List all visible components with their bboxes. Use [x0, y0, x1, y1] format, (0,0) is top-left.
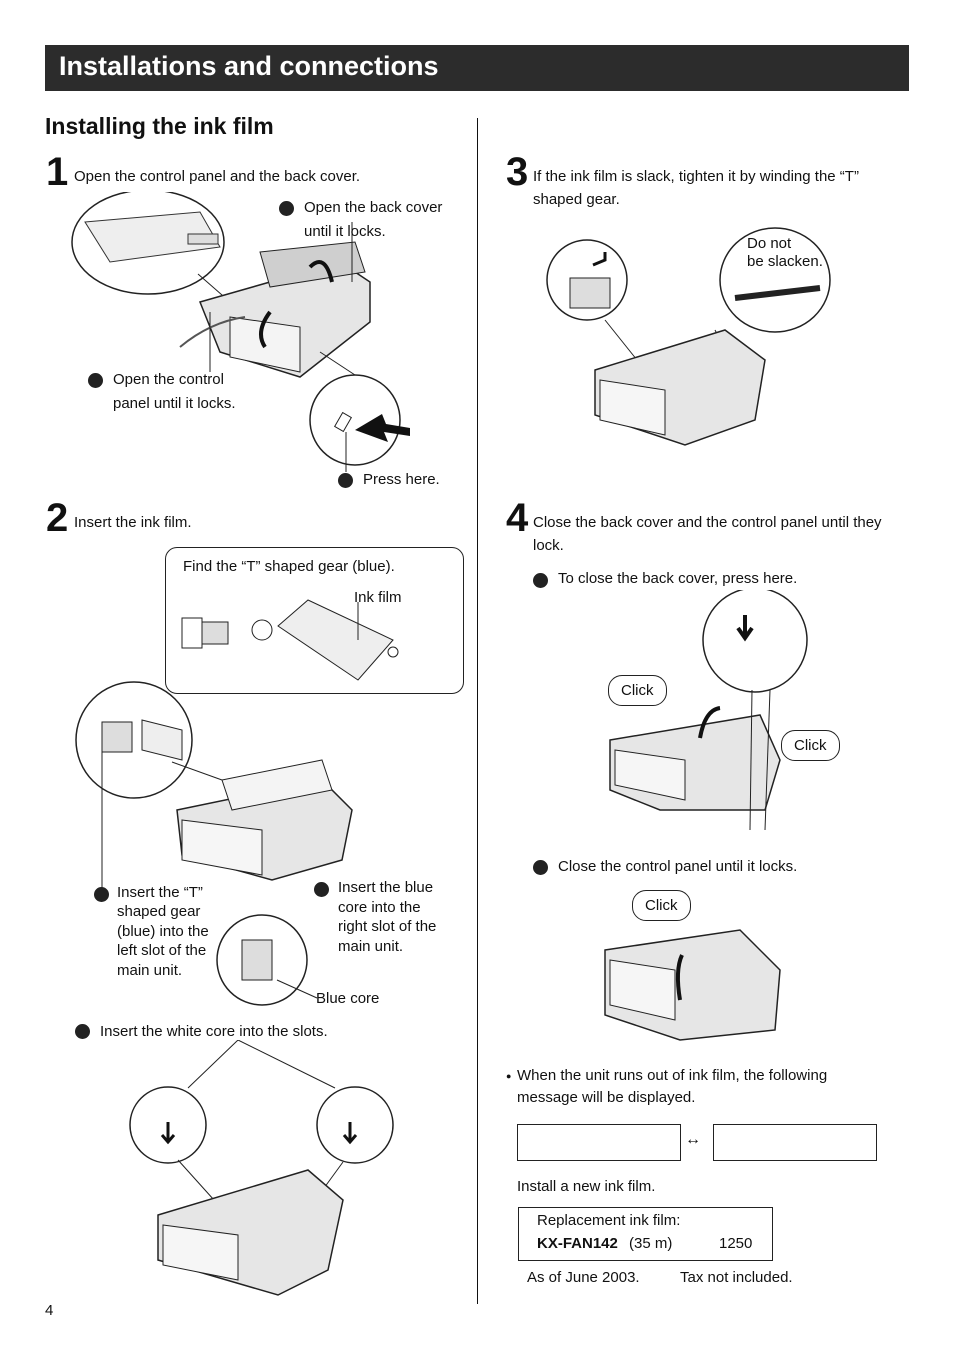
step-1-number: 1	[46, 150, 69, 194]
bullet-icon	[94, 887, 109, 902]
bullet-dot-icon: ●	[506, 1071, 512, 1081]
tgear-instr-3: (blue) into the	[117, 923, 209, 940]
label-back-cover-2: until it locks.	[304, 223, 386, 240]
bullet-icon	[338, 473, 353, 488]
white-core-illustration	[129, 1040, 394, 1296]
alternating-arrow-icon: ↔	[685, 1131, 701, 1148]
step-2-illustration	[75, 681, 353, 1006]
replacement-box	[518, 1207, 773, 1261]
bullet-icon	[314, 882, 329, 897]
ink-film-label: Ink film	[354, 589, 402, 606]
step-4-text-1: Close the back cover and the control pan…	[533, 514, 882, 531]
tgear-instr-5: main unit.	[117, 962, 183, 979]
display-message-right	[713, 1124, 877, 1161]
label-back-cover-1: Open the back cover	[304, 199, 443, 216]
model-number: KX-FAN142	[537, 1235, 618, 1252]
tgear-instr-1: Insert the “T”	[117, 884, 203, 901]
close-back-cover-instr: To close the back cover, press here.	[558, 570, 798, 587]
blue-core-instr-3: right slot of the	[338, 918, 437, 935]
step-3-text-1: If the ink film is slack, tighten it by …	[533, 168, 859, 185]
close-panel-instr: Close the control panel until it locks.	[558, 858, 798, 875]
click-label: Click	[645, 897, 678, 914]
label-control-panel-2: panel until it locks.	[113, 395, 236, 412]
click-label: Click	[794, 737, 827, 754]
step-2-text: Insert the ink film.	[74, 514, 192, 531]
label-control-panel-1: Open the control	[113, 371, 224, 388]
header-bar	[45, 45, 909, 91]
slack-label-1: Do not	[747, 235, 792, 252]
display-message-left	[517, 1124, 681, 1161]
page-title: Installations and connections	[59, 51, 439, 81]
step-3-number: 3	[506, 150, 529, 194]
step-1-illustration	[71, 192, 410, 472]
step-4-panel-illustration	[604, 929, 781, 1041]
bullet-icon	[533, 573, 548, 588]
bullet-icon	[75, 1024, 90, 1039]
step-2-number: 2	[46, 496, 69, 540]
blue-core-instr-1: Insert the blue	[338, 879, 434, 896]
bullet-icon	[533, 860, 548, 875]
step-3-text-2: shaped gear.	[533, 191, 620, 208]
slack-label-2: be slacken.	[747, 253, 823, 270]
bullet-icon	[88, 373, 103, 388]
blue-core-label: Blue core	[316, 990, 380, 1007]
tgear-box-title: Find the “T” shaped gear (blue).	[183, 558, 395, 575]
white-core-instr: Insert the white core into the slots.	[100, 1023, 328, 1040]
tgear-instr-2: shaped gear	[117, 903, 201, 920]
label-press-here: Press here.	[363, 471, 440, 488]
step-4-text-2: lock.	[533, 537, 564, 554]
tax-note: Tax not included.	[680, 1269, 793, 1286]
step-3-illustration	[546, 227, 831, 446]
blue-core-instr-2: core into the	[338, 899, 421, 916]
click-callout: Click	[608, 675, 667, 706]
click-callout: Click	[781, 730, 840, 761]
step-4-back-illustration	[609, 590, 808, 831]
bullet-icon	[279, 201, 294, 216]
replacement-label: Replacement ink film:	[537, 1212, 681, 1229]
install-new-text: Install a new ink film.	[517, 1178, 656, 1195]
as-of-date: As of June 2003.	[527, 1269, 640, 1286]
ink-film-illustration	[181, 599, 399, 681]
price: 1250	[719, 1235, 753, 1252]
step-1-text: Open the control panel and the back cove…	[74, 168, 361, 185]
page-number: 4	[45, 1302, 54, 1319]
section-title: Installing the ink film	[45, 113, 274, 139]
click-callout: Click	[632, 890, 691, 921]
blue-core-instr-4: main unit.	[338, 938, 404, 955]
runout-note-2: message will be displayed.	[517, 1089, 696, 1106]
column-divider	[477, 118, 478, 1304]
click-label: Click	[621, 682, 654, 699]
step-4-number: 4	[506, 496, 529, 540]
model-length: (35 m)	[629, 1235, 673, 1252]
tgear-instr-4: left slot of the	[117, 942, 207, 959]
runout-note-1: When the unit runs out of ink film, the …	[517, 1067, 828, 1084]
